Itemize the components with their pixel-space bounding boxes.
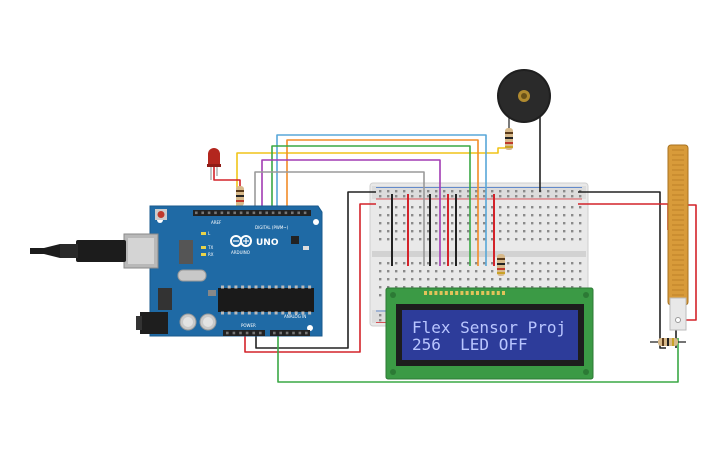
- chip-pins: [221, 285, 312, 315]
- wire-blue[interactable]: [276, 134, 487, 266]
- digital-header-pins: [195, 211, 307, 215]
- lcd-module[interactable]: Flex Sensor Proj 256 LED OFF: [385, 287, 594, 380]
- wire-analog-green[interactable]: [277, 330, 679, 383]
- infinity-logo-icon: [230, 235, 252, 247]
- digital-label: DIGITAL (PWM~): [255, 225, 289, 230]
- wire-gray[interactable]: [254, 171, 425, 266]
- resistor-buzzer[interactable]: [505, 128, 513, 150]
- power-label: POWER: [241, 323, 256, 328]
- buzzer-icon[interactable]: [497, 69, 551, 123]
- wire-purple[interactable]: [261, 159, 441, 266]
- arduino-board[interactable]: DIGITAL (PWM~) AREF L TX RX ARDUINO UNO: [123, 205, 323, 337]
- model-label: UNO: [256, 238, 279, 248]
- reset-button[interactable]: [157, 211, 165, 218]
- wire-power-black[interactable]: [255, 191, 376, 349]
- lcd-screen: [402, 310, 578, 360]
- tx-label: TX: [207, 245, 213, 250]
- resistor-breadboard[interactable]: [497, 254, 505, 276]
- lcd-line-2: 256 LED OFF: [412, 335, 528, 354]
- wire-flex-black[interactable]: [578, 191, 666, 349]
- l-label: L: [208, 231, 211, 236]
- dc-jack: [140, 312, 168, 334]
- led-icon[interactable]: [207, 148, 221, 180]
- brand-label: ARDUINO: [231, 250, 250, 255]
- wires: [213, 115, 697, 383]
- usb-connector-icon[interactable]: [30, 240, 126, 262]
- wire-yellow[interactable]: [236, 147, 508, 212]
- resistor-flex[interactable]: [650, 338, 686, 346]
- lcd-pin-header: [424, 291, 505, 295]
- analog-label: ANALOG IN: [284, 314, 306, 319]
- rx-label: RX: [208, 252, 214, 257]
- wire-green-top[interactable]: [271, 145, 471, 266]
- aref-label: AREF: [211, 220, 222, 225]
- atmega-chip: [218, 288, 314, 312]
- bottom-header-pins: [226, 331, 308, 335]
- wire-power-red[interactable]: [244, 203, 376, 353]
- wire-orange[interactable]: [286, 139, 479, 266]
- flex-sensor-traces: [672, 149, 684, 296]
- wire-flex-red[interactable]: [578, 203, 669, 230]
- flex-sensor-icon[interactable]: [667, 144, 689, 331]
- lcd-line-1: Flex Sensor Proj: [412, 318, 566, 337]
- resistor-led[interactable]: [236, 186, 244, 206]
